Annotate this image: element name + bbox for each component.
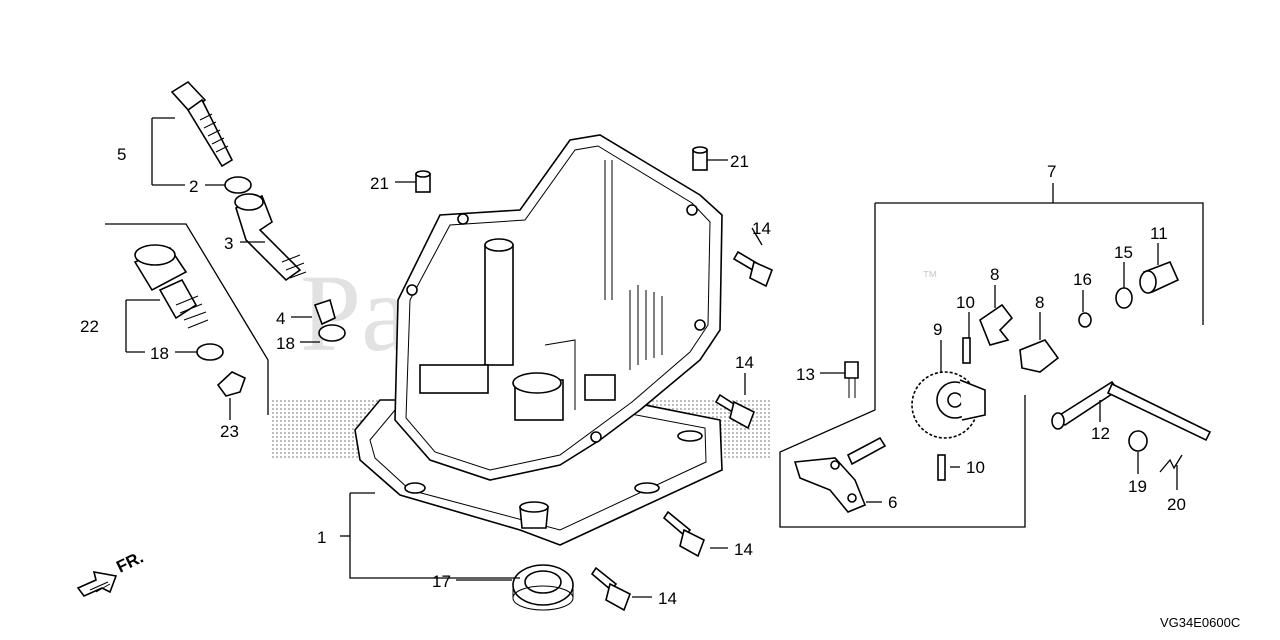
- callout-9[interactable]: 9: [933, 320, 942, 339]
- oil-seal[interactable]: [512, 564, 574, 611]
- callout-14-c[interactable]: 14: [734, 540, 753, 559]
- callout-16[interactable]: 16: [1073, 270, 1092, 289]
- oil-filler-cap[interactable]: [170, 80, 234, 168]
- pin-10-lower[interactable]: [937, 454, 946, 481]
- callout-17[interactable]: 17: [432, 572, 451, 591]
- callout-23[interactable]: 23: [220, 422, 239, 441]
- callout-22[interactable]: 22: [80, 317, 99, 336]
- governor-assembly-box: [779, 202, 1204, 528]
- callout-13[interactable]: 13: [796, 365, 815, 384]
- callout-2[interactable]: 2: [189, 177, 198, 196]
- callout-14-a[interactable]: 14: [752, 219, 771, 238]
- filler-tube[interactable]: [234, 193, 307, 282]
- bolt-14-b[interactable]: [714, 393, 756, 430]
- callout-7[interactable]: 7: [1047, 162, 1056, 181]
- pin-10-upper[interactable]: [962, 337, 971, 364]
- callout-21-left[interactable]: 21: [370, 174, 389, 193]
- callout-19[interactable]: 19: [1128, 477, 1147, 496]
- callout-11[interactable]: 11: [1150, 224, 1168, 243]
- callout-1[interactable]: 1: [317, 528, 326, 547]
- washer-16[interactable]: [1078, 312, 1092, 328]
- callout-10-lower[interactable]: 10: [966, 458, 985, 477]
- callout-10-upper[interactable]: 10: [956, 293, 975, 312]
- o-ring-2[interactable]: [224, 176, 252, 194]
- front-direction-label: FR.: [113, 548, 146, 577]
- governor-gear[interactable]: [911, 371, 986, 439]
- o-ring-18-lower[interactable]: [196, 343, 224, 361]
- bolt-14-a[interactable]: [732, 250, 774, 288]
- bolt-14-d[interactable]: [590, 566, 632, 612]
- clip-20[interactable]: [1159, 454, 1183, 473]
- callout-6[interactable]: 6: [888, 493, 897, 512]
- callout-21-right[interactable]: 21: [730, 152, 749, 171]
- governor-arm[interactable]: [1051, 380, 1212, 442]
- callout-3[interactable]: 3: [224, 234, 233, 253]
- governor-holder[interactable]: [793, 436, 887, 513]
- clip-23[interactable]: [216, 371, 246, 397]
- callout-18-lower[interactable]: 18: [150, 344, 169, 363]
- front-direction-arrow: FR.: [76, 548, 146, 597]
- callout-4[interactable]: 4: [276, 309, 285, 328]
- governor-weight-8-upper[interactable]: [979, 303, 1014, 346]
- crankcase-cover[interactable]: [354, 134, 723, 546]
- callout-5[interactable]: 5: [117, 145, 126, 164]
- bolt-13[interactable]: [844, 361, 859, 398]
- collar-11[interactable]: [1139, 260, 1180, 294]
- diagram-code: VG34E0600C: [1160, 615, 1240, 630]
- leader-lines: [105, 117, 1178, 598]
- callout-8-upper[interactable]: 8: [990, 265, 999, 284]
- callout-18-upper[interactable]: 18: [276, 334, 295, 353]
- callout-12[interactable]: 12: [1091, 424, 1110, 443]
- governor-weight-8-lower[interactable]: [1019, 339, 1060, 373]
- callout-14-d[interactable]: 14: [658, 589, 677, 608]
- callout-labels: 1 2 3 4 5 6 7 8 8 9 10 10 11 12 13 14 14…: [80, 145, 1186, 608]
- oil-drain-plug[interactable]: [133, 244, 209, 329]
- callout-20[interactable]: 20: [1167, 495, 1186, 514]
- callout-14-b[interactable]: 14: [735, 353, 754, 372]
- washer-19[interactable]: [1128, 430, 1148, 452]
- o-ring-18-upper[interactable]: [318, 324, 346, 342]
- watermark-trademark: ™: [922, 269, 938, 286]
- clip-4[interactable]: [313, 298, 336, 326]
- washer-15[interactable]: [1115, 287, 1133, 309]
- callout-15[interactable]: 15: [1114, 243, 1133, 262]
- bolt-14-c[interactable]: [662, 510, 706, 558]
- callout-8-lower[interactable]: 8: [1035, 293, 1044, 312]
